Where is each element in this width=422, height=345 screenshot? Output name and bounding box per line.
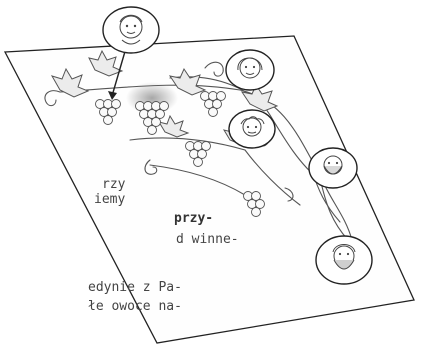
portrait-badge-older-man: [315, 235, 373, 285]
portrait-badge-bearded-man: [308, 147, 358, 189]
grape-cluster-icon: [243, 191, 265, 217]
grape-cluster-icons: [95, 91, 265, 217]
text-fragment-1: rzy: [102, 177, 126, 192]
text-fragment-3: przy-: [174, 211, 214, 226]
person-portrait-icon: [119, 15, 143, 39]
person-portrait-icon: [242, 117, 262, 137]
text-fragment-2: iemy: [94, 192, 126, 207]
grape-cluster-icon: [135, 101, 169, 135]
grape-cluster-icon: [185, 141, 211, 167]
portrait-badge-curly-woman: [228, 109, 276, 149]
pointer-arrowhead: [108, 91, 117, 100]
grape-cluster-icon: [200, 91, 226, 117]
pointer-line: [111, 47, 127, 97]
text-fragment-5: edynie z Pa-: [88, 280, 182, 295]
grape-cluster-icon: [95, 99, 121, 125]
text-fragment-4: d winne-: [176, 232, 239, 247]
portrait-badge-young-woman: [225, 49, 275, 91]
text-fragment-6: łe owoce na-: [88, 299, 182, 314]
portrait-badge-child: [102, 6, 160, 54]
